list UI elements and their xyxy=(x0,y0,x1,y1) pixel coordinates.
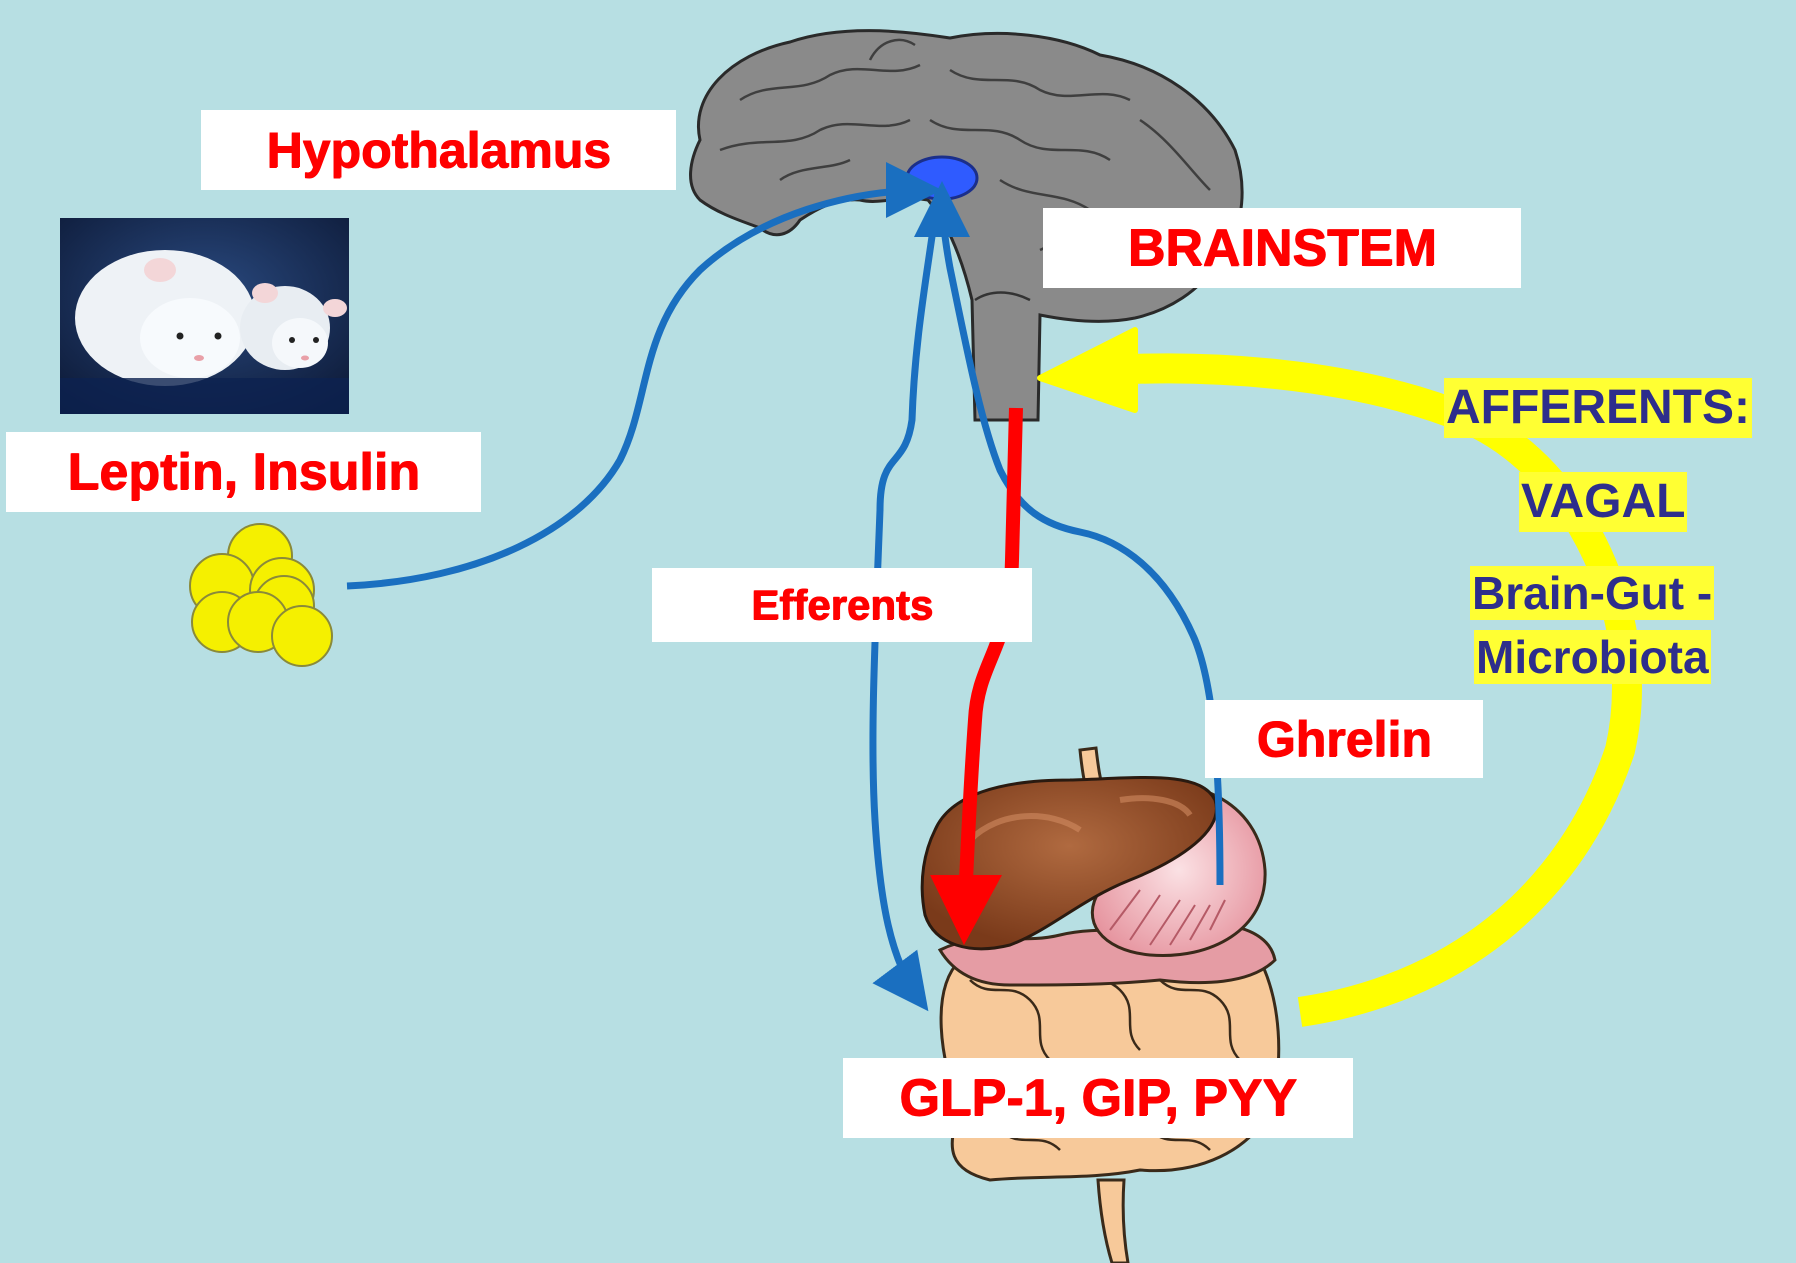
efferents-label: Efferents xyxy=(652,568,1032,642)
brain-gut-label-line1: Brain-Gut - xyxy=(1470,566,1714,620)
brain-gut-label-line2: Microbiota xyxy=(1474,630,1711,684)
brainstem-label: BRAINSTEM xyxy=(1043,208,1521,288)
afferent-arrowhead xyxy=(1040,330,1135,410)
gut-hormones-label: GLP-1, GIP, PYY xyxy=(843,1058,1353,1138)
ghrelin-label: Ghrelin xyxy=(1205,700,1483,778)
hypothalamus-label: Hypothalamus xyxy=(201,110,676,190)
fat-cells-icon xyxy=(190,524,332,666)
leptin-insulin-label: Leptin, Insulin xyxy=(6,432,481,512)
mice-photo xyxy=(60,218,349,414)
vagal-label: VAGAL xyxy=(1519,472,1687,532)
leptin-insulin-arrow xyxy=(347,190,928,586)
afferents-heading: AFFERENTS: xyxy=(1444,378,1752,438)
